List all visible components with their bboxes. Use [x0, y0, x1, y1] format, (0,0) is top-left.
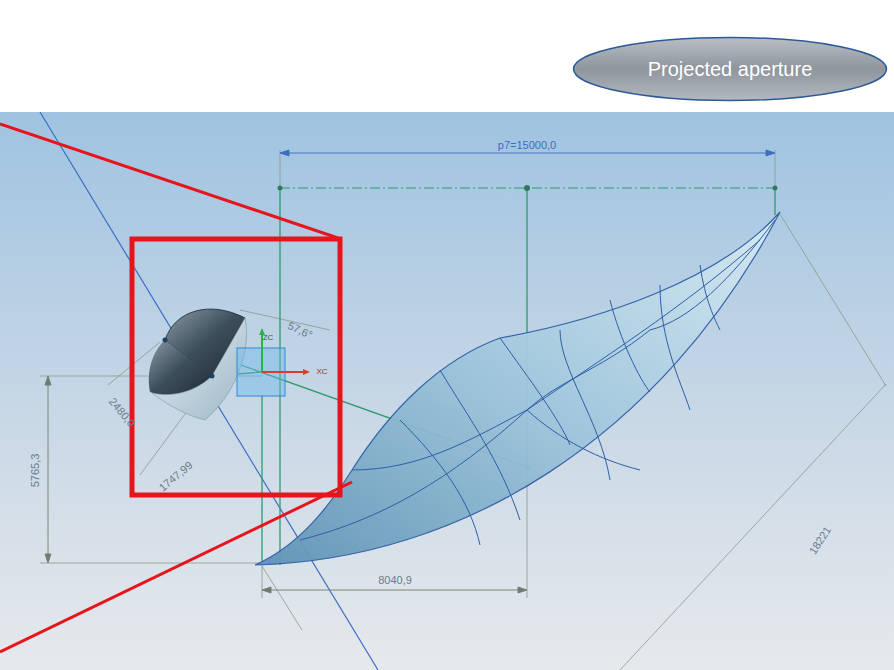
axis-label: ZC: [263, 334, 274, 342]
dimension-text: 5765,3: [31, 453, 42, 487]
dimension-text: 8040,9: [378, 575, 412, 586]
callout-ellipse: Projected aperture: [572, 36, 888, 102]
callout-text: Projected aperture: [648, 58, 813, 81]
dimension-text: p7=15000,0: [498, 140, 556, 151]
axis-label: XC: [316, 368, 327, 376]
